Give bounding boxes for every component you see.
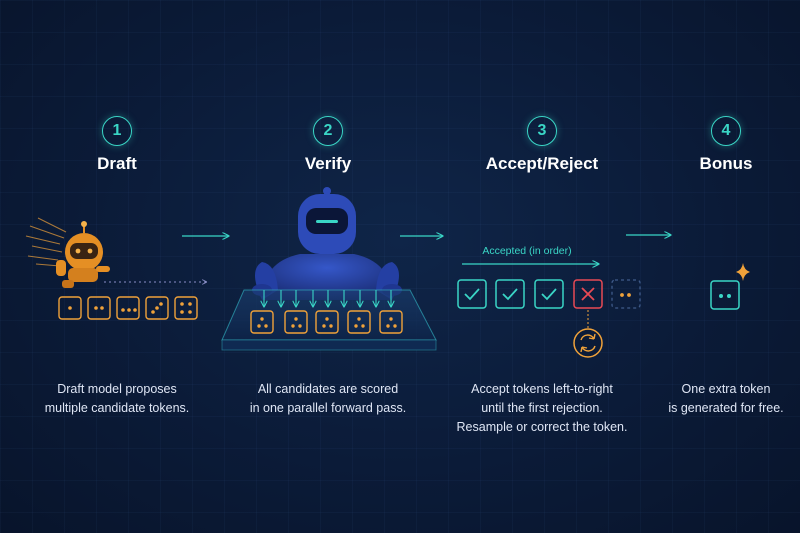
draft-tokens [58,296,198,320]
step-description: All candidates are scored in one paralle… [249,382,407,415]
verify-robot-icon [252,187,402,300]
step-draft: 1 Draft Draft model proposes multiple ca… [17,0,217,533]
step-description: Draft model proposes multiple candidate … [44,382,190,415]
step-title: Verify [304,154,352,173]
rejected-x-icon [573,279,603,309]
accepted-check-icon [495,279,525,309]
step-title: Accept/Reject [485,154,599,173]
pending-token [611,279,641,309]
step-number: 1 [102,116,132,146]
step-bonus: 4 Bonus One extra token is generated for… [626,0,800,533]
step-description: Accept tokens left-to-right until the fi… [456,382,628,434]
step-title: Draft [97,154,137,173]
step-title: Bonus [699,154,753,173]
step-number: 4 [711,116,741,146]
accepted-check-icon [457,279,487,309]
accepted-check-icon [534,279,564,309]
verify-tray [221,289,437,351]
sparkle-icon [736,263,750,281]
step-number: 3 [527,116,557,146]
step-verify: 2 Verify All candidates are scored in on… [228,0,428,533]
bonus-token [710,280,740,310]
verify-tokens [250,310,403,334]
resample-icon [573,328,603,358]
draft-robot-icon [25,217,110,288]
step-description: One extra token is generated for free. [668,382,784,415]
accepted-label: Accepted (in order) [482,245,572,257]
step-accept-reject: 3 Accept/Reject Accept tokens left-to-ri… [442,0,642,533]
step-number: 2 [313,116,343,146]
